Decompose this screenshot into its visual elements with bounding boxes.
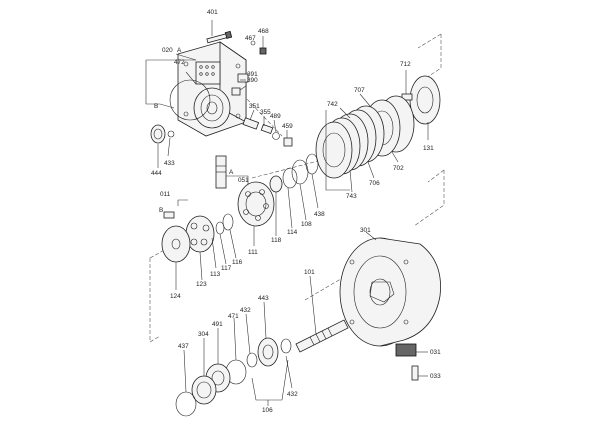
label-111: 111 (248, 249, 258, 256)
label-020: 020 (162, 47, 173, 54)
rings-432 (246, 338, 292, 368)
label-B-top: B (154, 103, 158, 110)
cylinder-block-111 (237, 181, 275, 227)
label-033: 033 (430, 373, 441, 380)
label-401: 401 (207, 9, 218, 16)
plug-468-467 (250, 40, 267, 55)
label-118: 118 (271, 237, 282, 244)
label-491: 491 (212, 321, 223, 328)
label-108: 108 (301, 221, 312, 228)
label-355: 355 (260, 109, 271, 116)
label-707: 707 (354, 87, 365, 94)
label-106: 106 (262, 407, 273, 414)
rings-438-108-114-118 (269, 153, 319, 193)
shaft-101 (295, 319, 349, 353)
label-471: 471 (228, 313, 239, 320)
brake-disc-stack-707-742-702-706-743 (315, 95, 415, 179)
valve-390-391 (231, 73, 249, 96)
label-123: 123 (196, 281, 207, 288)
label-B-mid: B (159, 207, 163, 214)
label-131: 131 (423, 145, 434, 152)
label-A-top: A (177, 47, 182, 54)
label-A-mid: A (229, 169, 234, 176)
label-011: 011 (160, 191, 171, 198)
label-113: 113 (210, 271, 221, 278)
cover-712-131 (401, 75, 441, 125)
label-468: 468 (258, 28, 269, 35)
label-051: 051 (238, 177, 249, 184)
label-124: 124 (170, 293, 181, 300)
label-304: 304 (198, 331, 209, 338)
label-301: 301 (360, 227, 371, 234)
motor-housing (177, 41, 247, 137)
label-351: 351 (249, 103, 260, 110)
retainer-437 (175, 391, 197, 417)
label-117: 117 (221, 265, 232, 272)
label-472: 472 (174, 59, 185, 66)
label-743: 743 (346, 193, 357, 200)
valve-351-355-489-459 (242, 117, 293, 147)
swash-plate-124 (161, 225, 191, 263)
label-391: 391 (247, 71, 258, 78)
o-ring-472 (169, 79, 211, 121)
label-432-top: 432 (240, 307, 251, 314)
label-101: 101 (304, 269, 315, 276)
label-702: 702 (393, 165, 404, 172)
bolt-401 (206, 30, 233, 44)
label-459: 459 (282, 123, 293, 130)
label-433: 433 (164, 160, 175, 167)
label-489: 489 (270, 113, 281, 120)
label-742: 742 (327, 101, 338, 108)
label-706: 706 (369, 180, 380, 187)
label-443: 443 (258, 295, 269, 302)
label-444: 444 (151, 170, 162, 177)
label-390: 390 (247, 77, 258, 84)
bearing-444-433 (150, 124, 175, 144)
piston-assembly-123 (185, 215, 215, 253)
label-438: 438 (314, 211, 325, 218)
label-467: 467 (245, 35, 256, 42)
part-labels: 401 468 467 020 A 472 390 391 B 351 355 … (151, 9, 441, 414)
pin-011 (163, 211, 175, 219)
bearing-443 (257, 337, 279, 367)
shaft-051 (215, 155, 227, 189)
gear-housing-301 (339, 237, 441, 347)
label-437: 437 (178, 343, 189, 350)
label-031: 031 (430, 349, 441, 356)
label-432-bottom: 432 (287, 391, 298, 398)
label-114: 114 (287, 229, 298, 236)
block-031-bolt-033 (395, 343, 419, 381)
label-712: 712 (400, 61, 411, 68)
leader-lines (145, 20, 429, 406)
label-116: 116 (232, 259, 243, 266)
